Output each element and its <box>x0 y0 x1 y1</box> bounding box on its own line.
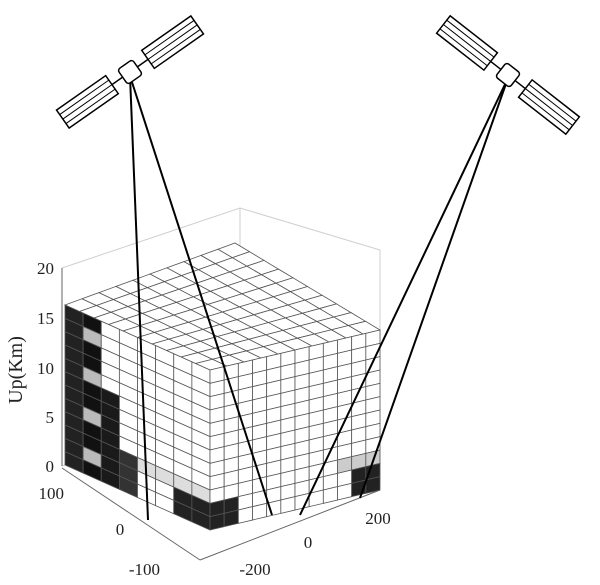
z-tick-label: 0 <box>46 457 55 476</box>
signal-rays <box>129 75 509 521</box>
z-tick-label: 15 <box>37 309 54 328</box>
x-tick-label: -200 <box>239 560 270 579</box>
z-tick-label: 20 <box>37 259 54 278</box>
voxel-volume <box>63 242 382 531</box>
voxel-cell <box>237 506 253 524</box>
voxel-cell <box>252 502 268 521</box>
voxel-cell <box>322 486 338 504</box>
voxel-cell <box>280 496 296 514</box>
voxel-cell <box>365 476 381 494</box>
y-tick-label: -100 <box>129 560 160 579</box>
ray <box>359 77 509 499</box>
satellite-icon <box>55 14 205 130</box>
x-tick-label: 0 <box>304 533 313 552</box>
satellite-body <box>117 59 143 85</box>
satellite-body <box>495 62 521 88</box>
voxel-cell <box>337 482 353 501</box>
right-face <box>209 329 381 531</box>
y-tick-label: 0 <box>116 520 125 539</box>
satellite-icon <box>435 14 581 136</box>
z-tick-label: 10 <box>37 359 54 378</box>
voxel-cell <box>209 512 225 531</box>
x-tick-label: 200 <box>365 509 391 528</box>
ray <box>129 75 149 521</box>
y-tick-label: 100 <box>39 484 65 503</box>
left-face <box>64 304 211 531</box>
z-axis-label: Up(Km) <box>5 336 27 404</box>
voxel-cell <box>223 509 239 528</box>
axis-lines <box>61 268 381 561</box>
z-tick-label: 5 <box>46 408 55 427</box>
ray <box>129 75 273 516</box>
top-face <box>63 242 382 371</box>
ray <box>299 77 509 516</box>
